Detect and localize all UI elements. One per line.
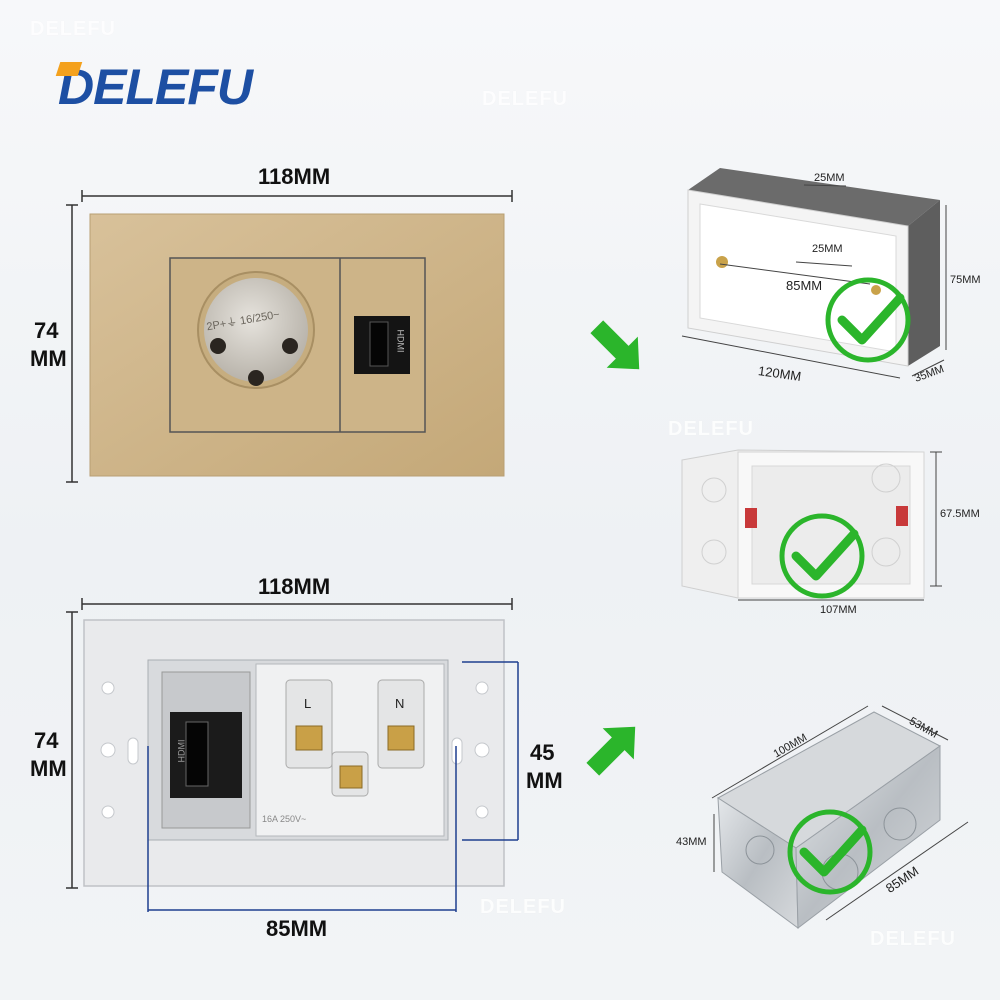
wall-box-1 [687, 168, 940, 367]
top-width-label: 118MM [258, 164, 331, 189]
box1-slot-inner-label: 25MM [812, 243, 843, 255]
top-dimension-lines [66, 190, 513, 483]
bottom-width-label: 118MM [258, 574, 331, 599]
green-arrow-icon [586, 726, 636, 776]
metal-box-3 [717, 711, 941, 930]
inner-dimension-lines [147, 661, 519, 912]
hdmi-port-label: HDMI [395, 329, 406, 353]
box1-slot-top-label: 25MM [814, 172, 845, 184]
bottom-dimension-lines [66, 598, 513, 889]
top-height-label-number: 74 [34, 318, 59, 343]
brand-logo: DELEFU [55, 58, 253, 116]
watermark: DELEFU [30, 18, 116, 40]
box2-dimension-lines [738, 451, 942, 601]
hdmi-port-label: HDMI [176, 739, 187, 763]
inner-width-label: 85MM [266, 916, 328, 941]
green-check-icon [779, 513, 865, 599]
gold-switch-panel [89, 213, 505, 477]
inner-height-label-number: 45 [530, 740, 555, 765]
bottom-height-label-unit: MM [30, 756, 67, 781]
box2-height-label: 67.5MM [940, 508, 980, 520]
green-arrow-icon [590, 320, 640, 370]
watermark: DELEFU [480, 896, 566, 918]
green-check-icon [825, 277, 911, 363]
socket-terminal-n: N [395, 696, 405, 711]
watermark: DELEFU [668, 418, 754, 440]
box1-height-label: 75MM [950, 274, 981, 286]
watermark: DELEFU [870, 928, 956, 950]
box3-dimension-lines [711, 705, 969, 921]
inner-height-label-unit: MM [526, 768, 563, 793]
socket-terminal-l: L [304, 696, 312, 711]
bottom-height-label-number: 74 [34, 728, 59, 753]
box3-height-label: 43MM [676, 836, 707, 848]
box1-dimension-lines [681, 184, 947, 379]
box1-depth-inner-label: 85MM [786, 278, 823, 293]
green-check-icon [787, 809, 873, 895]
box2-width-label: 107MM [820, 604, 857, 616]
logo-text: DELEFU [58, 59, 253, 115]
metal-frame-panel [83, 619, 505, 887]
socket-rating-text: 16A 250V~ [262, 814, 307, 824]
watermark: DELEFU [482, 88, 568, 110]
wall-box-2 [681, 449, 925, 599]
top-height-label-unit: MM [30, 346, 67, 371]
